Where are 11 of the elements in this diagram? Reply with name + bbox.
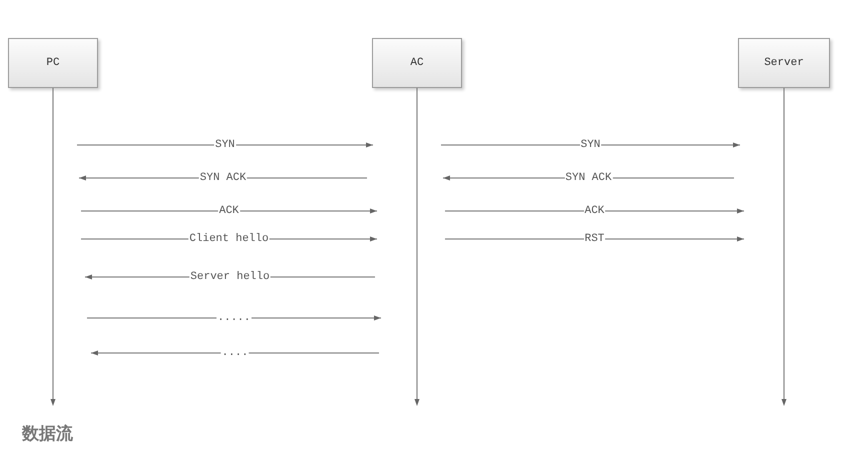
participant-name: PC [46,57,60,69]
flow-caption: 数据流 [22,423,73,445]
message-arrow [76,142,374,148]
message-arrow [86,316,382,320]
participant-name: AC [410,57,424,69]
message-arrow [444,208,744,214]
message-arrow [440,142,740,148]
message-arrow [90,350,380,356]
message-arrow [444,236,744,242]
message-arrow [80,208,378,214]
participant-name: Server [764,57,804,69]
